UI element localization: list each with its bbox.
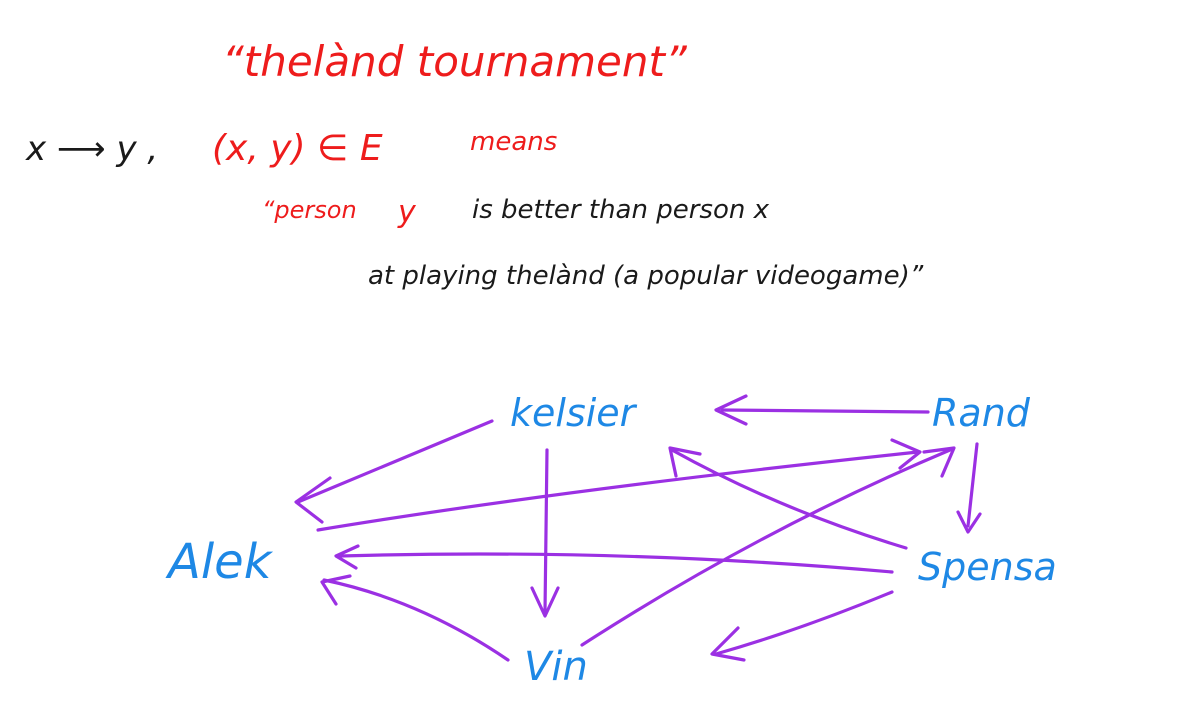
edge-rand-to-spensa	[956, 442, 982, 534]
node-spensa: Spensa	[918, 545, 1057, 589]
means-word: means	[470, 127, 557, 157]
edge-vin-to-alek	[320, 574, 510, 662]
meaning-playing-game: at playing thelànd (a popular videogame)…	[368, 261, 924, 291]
edge-spensa-to-vin	[710, 590, 894, 662]
edge-notation: x ⟶ y ,	[25, 129, 158, 169]
graph-edges	[294, 394, 982, 662]
edge-rand-to-kelsier	[714, 394, 930, 426]
meaning-person-word: “person	[262, 196, 357, 224]
node-rand: Rand	[932, 391, 1031, 435]
edge-spensa-to-kelsier	[668, 446, 908, 550]
tournament-title: “thelànd tournament”	[222, 37, 688, 86]
notes-block: “thelànd tournament” x ⟶ y , (x, y) ∈ E …	[25, 37, 924, 291]
edge-spensa-to-alek	[334, 544, 894, 574]
edge-vin-to-rand	[580, 446, 956, 647]
edge-kelsier-to-alek	[294, 419, 494, 524]
meaning-better-than: is better than person x	[472, 195, 770, 225]
edge-set-membership: (x, y) ∈ E	[212, 128, 383, 169]
node-vin: Vin	[524, 644, 588, 690]
node-alek: Alek	[165, 534, 274, 590]
edge-alek-to-rand	[316, 438, 922, 532]
graph-nodes: kelsier Rand Alek Spensa Vin	[165, 391, 1057, 690]
node-kelsier: kelsier	[510, 391, 638, 435]
meaning-y-variable: y	[397, 195, 417, 230]
edge-kelsier-to-vin	[530, 448, 560, 618]
